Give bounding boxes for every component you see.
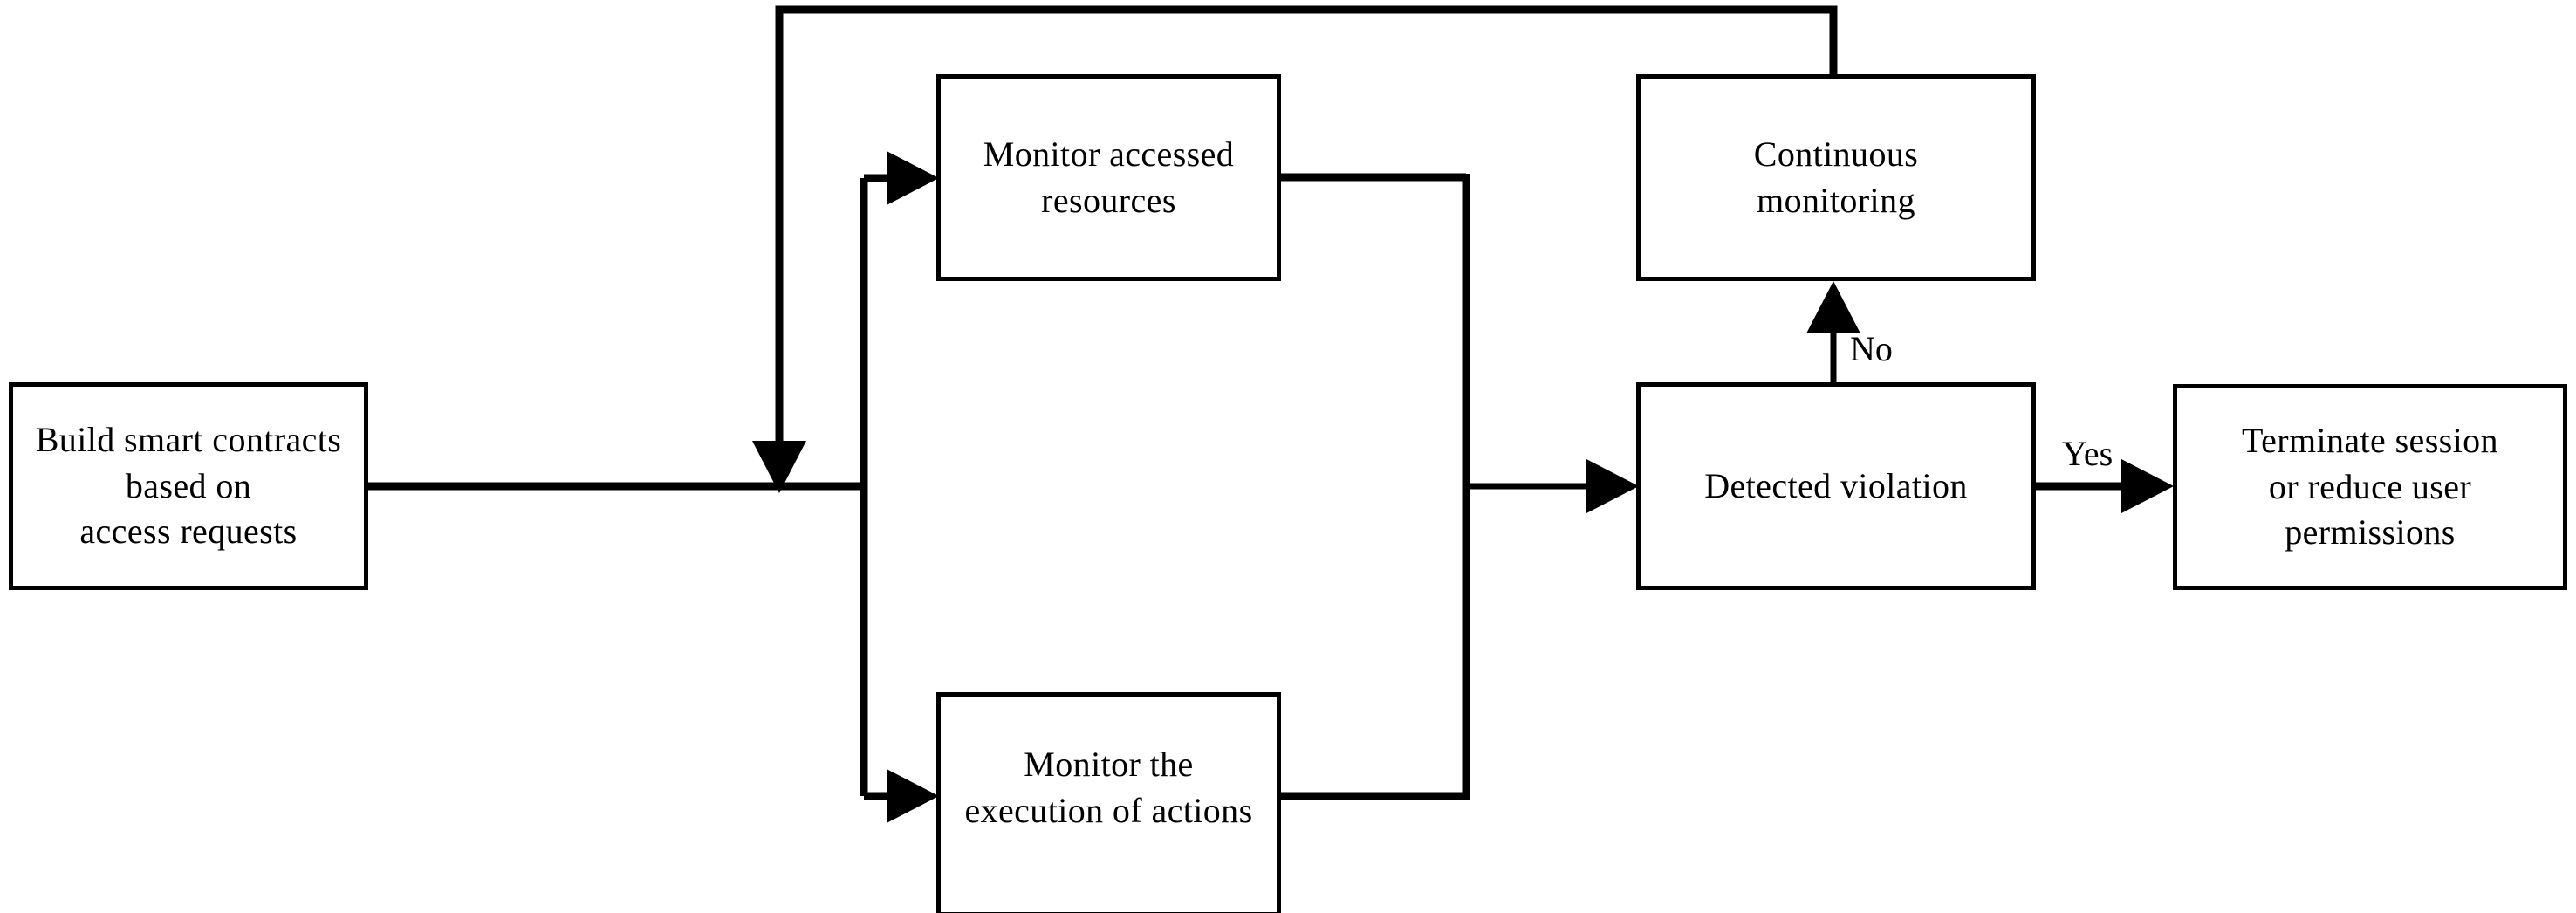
- edge-continuous-monitoring-feedback: [775, 5, 1838, 450]
- edge-label-no: No: [1850, 329, 1893, 368]
- arrowhead-to-detected-violation: [1586, 459, 1639, 513]
- node-detected-violation[interactable]: [1636, 382, 2036, 590]
- node-monitor-accessed-resources[interactable]: [936, 74, 1281, 281]
- node-monitor-execution-of-actions[interactable]: [936, 692, 1281, 913]
- arrowhead-feedback-down: [752, 441, 806, 493]
- arrowhead-to-monitor-resources: [887, 151, 939, 205]
- arrowhead-yes-right: [2121, 459, 2174, 513]
- node-continuous-monitoring[interactable]: [1636, 74, 2036, 281]
- edge-label-yes: Yes: [2062, 434, 2114, 473]
- arrowhead-no-up: [1806, 281, 1860, 333]
- node-terminate-session[interactable]: [2173, 384, 2567, 590]
- arrowhead-to-monitor-actions: [887, 769, 939, 823]
- node-build-smart-contracts[interactable]: [9, 382, 368, 590]
